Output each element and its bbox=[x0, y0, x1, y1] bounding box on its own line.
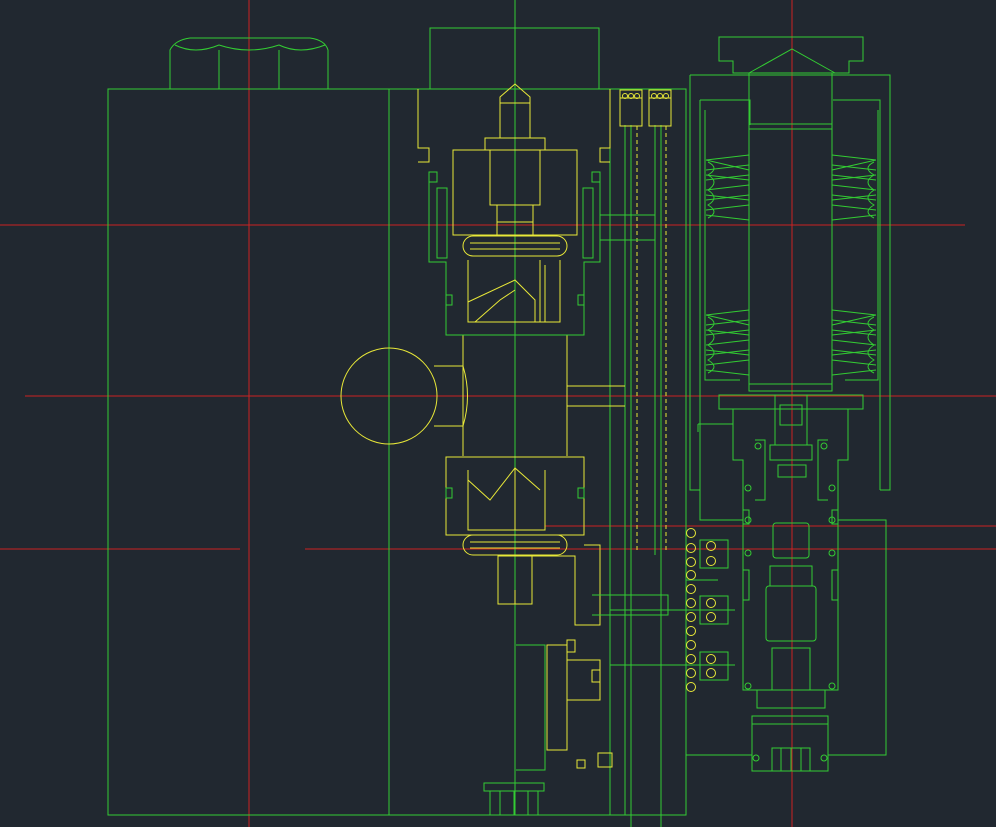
spring-assembly bbox=[689, 36, 891, 772]
spring-top-peak bbox=[748, 48, 836, 74]
terminal-block bbox=[686, 528, 729, 692]
spring-casing-right bbox=[690, 74, 891, 491]
upper-seal-ring bbox=[462, 235, 568, 257]
lower-seal-ring bbox=[462, 534, 568, 556]
actuator-cap bbox=[597, 752, 613, 768]
spring-column bbox=[748, 72, 833, 392]
stem-tip bbox=[499, 83, 531, 139]
plunger-body bbox=[765, 585, 817, 642]
terminal-right bbox=[648, 89, 672, 127]
spring-base-flange bbox=[718, 394, 864, 410]
actuator-rod bbox=[546, 644, 568, 751]
spring-coil-lower-left bbox=[705, 309, 750, 376]
foot-plate bbox=[483, 782, 545, 792]
spring-coil-lower-right bbox=[831, 309, 877, 376]
valve-housing-upper bbox=[428, 180, 601, 336]
spring-coil-upper-right bbox=[831, 154, 877, 221]
upper-cavity bbox=[467, 260, 561, 323]
base-neck bbox=[756, 690, 826, 709]
housing-outline bbox=[107, 0, 687, 827]
spring-coil-upper-left bbox=[705, 154, 750, 221]
side-port-circle bbox=[340, 347, 438, 445]
upper-v-seat bbox=[467, 279, 536, 322]
main-housing bbox=[107, 88, 687, 816]
side-port-neck bbox=[434, 365, 468, 427]
spring-top-cap bbox=[718, 36, 864, 74]
terminal-left bbox=[619, 89, 643, 127]
valve-tab-left bbox=[417, 89, 430, 163]
valve-tab-right bbox=[599, 89, 611, 163]
valve-housing bbox=[428, 171, 752, 771]
lower-v-seat bbox=[467, 467, 541, 501]
valve-assembly bbox=[340, 83, 672, 769]
hex-nut bbox=[169, 37, 329, 89]
top-cap bbox=[418, 27, 686, 90]
